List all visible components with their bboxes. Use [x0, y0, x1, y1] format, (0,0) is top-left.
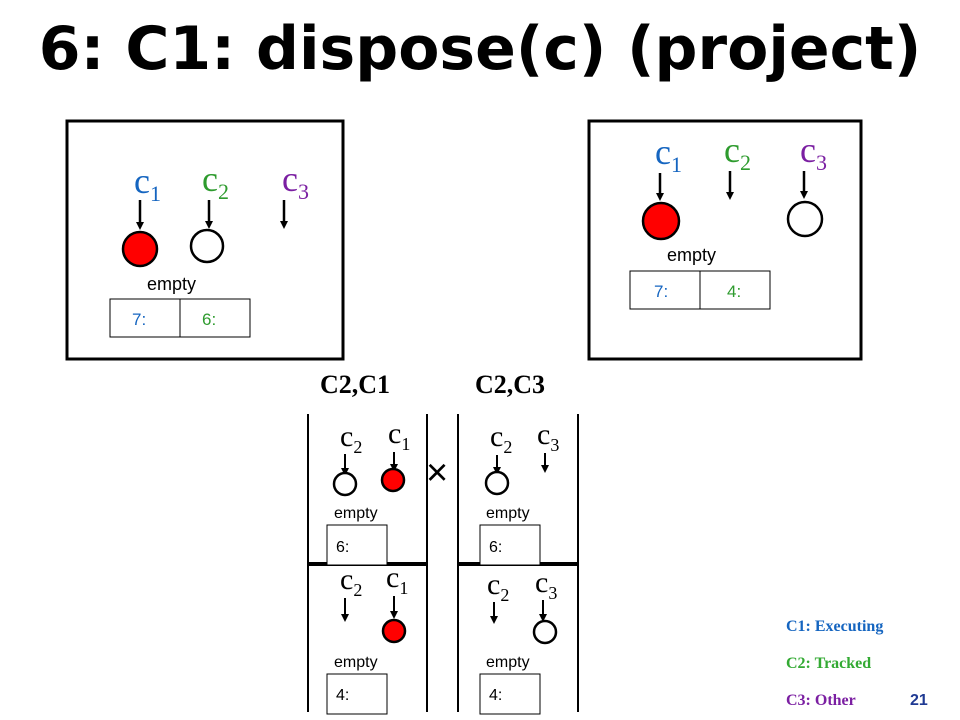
node-tracked — [189, 228, 225, 264]
label-c2: c2 — [487, 568, 509, 605]
label-c3: c3 — [537, 418, 559, 455]
empty-label: empty — [334, 505, 378, 522]
slot-box-2 — [179, 298, 251, 338]
label-c1: c1 — [386, 561, 408, 598]
slot-label-2: 4: — [727, 282, 741, 301]
label-c2: c2 — [490, 420, 512, 457]
label-c2: c2 — [202, 159, 229, 204]
panel-top-left: c1 c2 c3 empty 7: 6: — [65, 119, 345, 361]
group-heading-c2-c3: C2,C3 — [475, 370, 545, 399]
label-c3: c3 — [800, 130, 827, 175]
label-c3: c3 — [535, 566, 557, 603]
label-c2: c2 — [724, 130, 751, 175]
slot-box — [326, 673, 388, 715]
node-other — [532, 619, 558, 645]
cross-product-sign: × — [426, 452, 448, 494]
group-c2-c1: c2 c1 empty 6: c2 c1 empty 4: — [307, 414, 428, 715]
slot-box — [326, 524, 388, 566]
slot-box-1 — [109, 298, 181, 338]
label-c1: c1 — [134, 161, 161, 206]
slot-box — [479, 673, 541, 715]
label-c2: c2 — [340, 420, 362, 457]
group-c2-c3: c2 c3 empty 6: c2 c3 empty 4: — [457, 414, 579, 715]
node-other — [786, 200, 824, 238]
empty-label: empty — [667, 245, 716, 265]
node-executing — [381, 618, 407, 644]
slot-label: 6: — [336, 539, 349, 556]
legend-c2: C2: Tracked — [786, 655, 872, 672]
legend-c1: C1: Executing — [786, 618, 884, 635]
empty-label: empty — [486, 654, 530, 671]
label-c3: c3 — [282, 159, 309, 204]
node-executing — [641, 201, 681, 241]
slot-box-2 — [699, 270, 771, 310]
node-tracked — [484, 470, 510, 496]
group-heading-c2-c1: C2,C1 — [320, 370, 390, 399]
panel-top-right: c1 c2 c3 empty 7: 4: — [587, 119, 863, 361]
label-c1: c1 — [655, 132, 682, 177]
slot-label-2: 6: — [202, 310, 216, 329]
slot-label-1: 7: — [132, 310, 146, 329]
node-executing — [380, 467, 406, 493]
node-tracked — [332, 471, 358, 497]
slot-label: 4: — [489, 687, 502, 704]
empty-label: empty — [334, 654, 378, 671]
label-c2: c2 — [340, 563, 362, 600]
slot-label: 4: — [336, 687, 349, 704]
page-number: 21 — [910, 692, 928, 709]
label-c1: c1 — [388, 417, 410, 454]
slot-box-1 — [629, 270, 701, 310]
node-executing — [121, 230, 159, 268]
empty-label: empty — [486, 505, 530, 522]
slot-label-1: 7: — [654, 282, 668, 301]
slot-box — [479, 524, 541, 566]
slot-label: 6: — [489, 539, 502, 556]
slide-title: 6: C1: dispose(c) (project) — [38, 14, 922, 84]
empty-label: empty — [147, 274, 196, 294]
legend-c3: C3: Other — [786, 692, 856, 709]
